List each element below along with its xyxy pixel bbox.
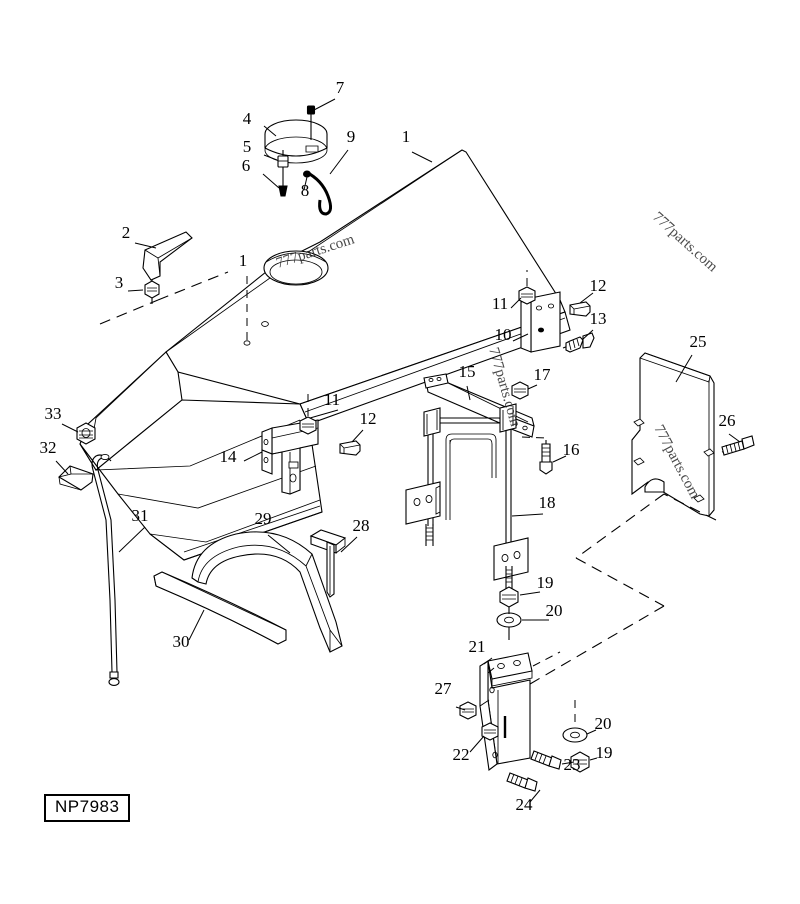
callout-2: 2 <box>122 223 131 242</box>
leader-5 <box>263 154 278 161</box>
callout-4: 4 <box>243 109 252 128</box>
latch-handle-graphic <box>142 231 193 304</box>
assembly-dash-5 <box>532 651 561 667</box>
leader-21b <box>487 667 495 674</box>
callout-20: 20 <box>546 601 563 620</box>
align-latch-hood <box>157 271 229 301</box>
leader-33 <box>61 423 79 433</box>
leader-12b <box>351 429 364 443</box>
leader-3 <box>127 289 144 292</box>
filler-cap-group <box>264 105 333 216</box>
callout-27: 27 <box>435 679 453 698</box>
callout-23: 23 <box>564 755 581 774</box>
callout-8: 8 <box>301 181 310 200</box>
callout-1-alt: 1 <box>239 251 248 270</box>
callout-19-lower: 19 <box>596 743 613 762</box>
leader-26 <box>728 433 741 443</box>
leader-30 <box>188 609 205 641</box>
callout-32: 32 <box>40 438 57 457</box>
u-bolt-frame-graphic <box>405 403 529 640</box>
leader-14 <box>243 451 263 462</box>
leader-16 <box>552 455 567 463</box>
callout-7: 7 <box>336 78 345 97</box>
callout-29: 29 <box>255 509 272 528</box>
hinge-plate-group <box>518 270 595 353</box>
leader-4 <box>263 125 277 137</box>
leader-9 <box>329 149 349 175</box>
leader-31 <box>118 526 146 553</box>
assembly-dash-4 <box>529 605 665 685</box>
callout-21: 21 <box>469 637 486 656</box>
leader-32 <box>55 460 69 475</box>
callout-30: 30 <box>173 632 190 651</box>
leader-13 <box>581 329 594 341</box>
callout-33: 33 <box>45 404 62 423</box>
leader-1-top <box>411 151 433 163</box>
prop-rod-graphic <box>58 422 120 686</box>
leader-28 <box>340 536 358 553</box>
seal-clip-graphic <box>153 529 347 653</box>
assembly-dash-1 <box>663 493 717 521</box>
leader-17 <box>527 384 538 390</box>
leader-6 <box>262 173 280 189</box>
watermark-text: 777parts.com <box>649 209 720 275</box>
callout-5: 5 <box>243 137 252 156</box>
leader-22 <box>469 735 485 753</box>
leader-11b <box>309 409 339 419</box>
leader-19b <box>589 757 598 761</box>
callout-24: 24 <box>516 795 534 814</box>
callout-9: 9 <box>347 127 356 146</box>
part-number-label: NP7983 <box>44 794 131 822</box>
leader-7 <box>313 98 336 111</box>
side-panel-graphic <box>631 352 755 517</box>
mount-bracket-graphic <box>459 652 590 792</box>
support-rod-graphic <box>423 373 553 475</box>
callout-12: 12 <box>590 276 607 295</box>
callout-20-lower: 20 <box>595 714 612 733</box>
callout-layer: 1 1 2 3 4 5 6 7 8 9 10 11 11 12 12 13 14… <box>40 78 736 814</box>
callout-17: 17 <box>534 365 552 384</box>
leader-20b <box>586 729 597 735</box>
callout-3: 3 <box>115 273 124 292</box>
hinge-bracket-graphic <box>261 390 361 495</box>
callout-1: 1 <box>402 127 411 146</box>
leader-19a <box>519 591 541 596</box>
callout-28: 28 <box>353 516 370 535</box>
leader-25 <box>675 354 693 383</box>
callout-6: 6 <box>242 156 251 175</box>
callout-14: 14 <box>220 447 238 466</box>
callout-22: 22 <box>453 745 470 764</box>
leader-24 <box>529 789 541 803</box>
leader-12a <box>579 292 594 304</box>
callout-10: 10 <box>495 325 512 344</box>
callout-11-lower: 11 <box>324 390 340 409</box>
callout-18: 18 <box>539 493 556 512</box>
leader-15 <box>466 385 471 401</box>
callout-11: 11 <box>492 294 508 313</box>
leader-29 <box>267 534 291 554</box>
callout-26: 26 <box>719 411 736 430</box>
callout-19: 19 <box>537 573 554 592</box>
callout-31: 31 <box>132 506 149 525</box>
assembly-dash-2 <box>575 493 665 559</box>
leader-23 <box>561 761 575 765</box>
callout-15: 15 <box>459 362 476 381</box>
leader-21 <box>483 657 493 665</box>
align-latch-hood-2 <box>99 299 159 325</box>
leader-2 <box>134 242 157 249</box>
leader-27 <box>455 706 466 711</box>
callout-16: 16 <box>563 440 580 459</box>
leader-8 <box>303 176 308 191</box>
callout-13: 13 <box>590 309 607 328</box>
assembly-dash-3 <box>575 557 665 607</box>
leader-11a <box>510 297 522 309</box>
leader-18 <box>511 513 544 517</box>
leader-10 <box>512 333 529 342</box>
callout-12-lower: 12 <box>360 409 377 428</box>
callout-25: 25 <box>690 332 707 351</box>
